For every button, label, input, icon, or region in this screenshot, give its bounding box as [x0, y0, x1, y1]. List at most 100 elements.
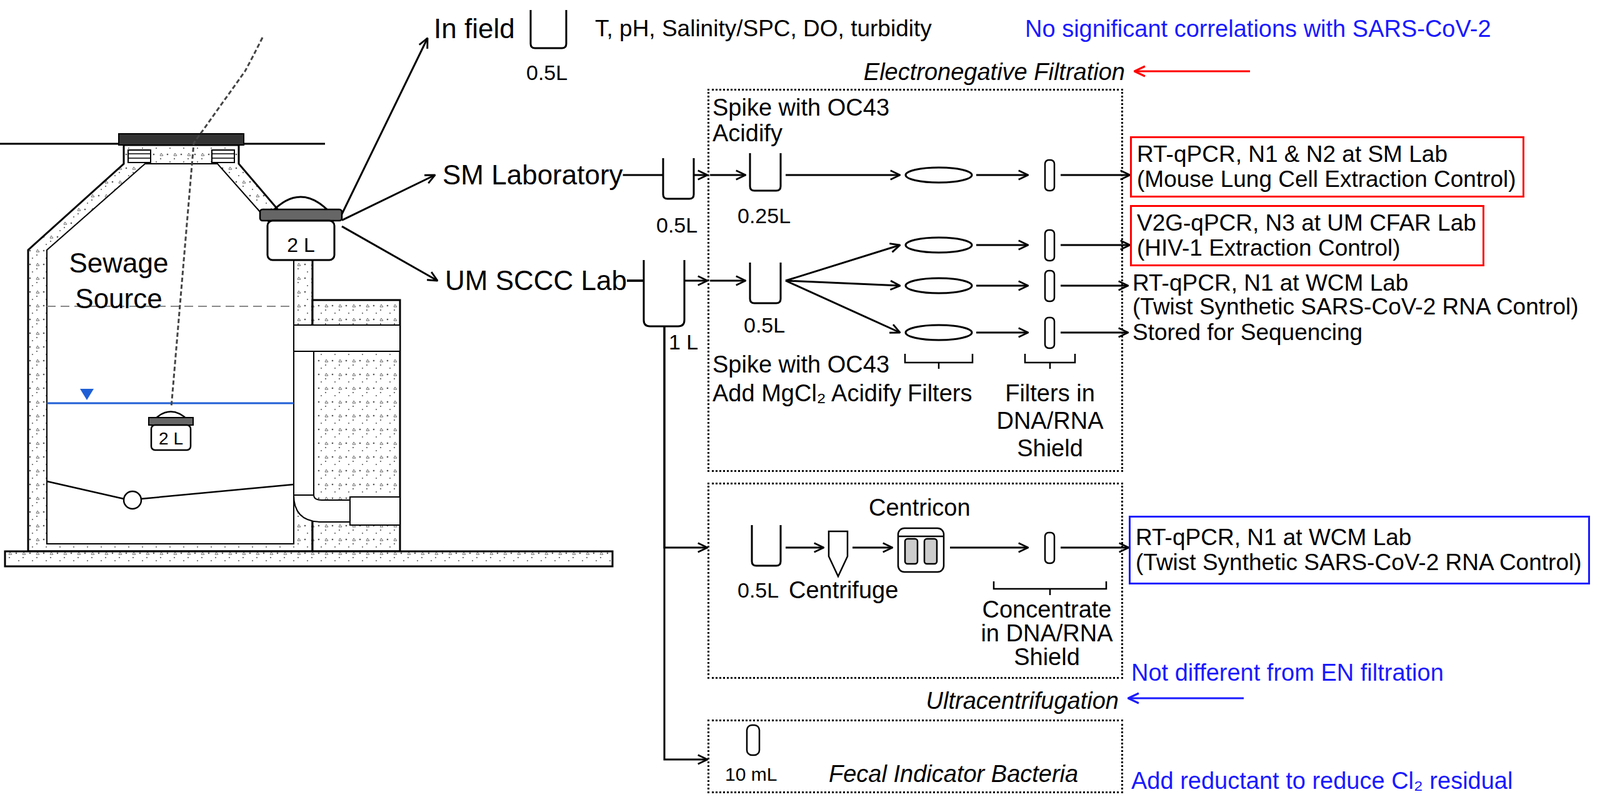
note-label: 0.5L — [737, 578, 779, 602]
process-arrow — [785, 245, 900, 281]
filter-disc — [905, 325, 972, 340]
manhole-structure — [80, 388, 94, 400]
process-arrow — [1060, 546, 1124, 549]
manhole-structure — [293, 325, 400, 352]
centricon-device — [924, 538, 937, 564]
note-label: 0.5L — [526, 61, 568, 84]
flow-arrow — [1123, 174, 1130, 177]
manhole-structure — [0, 133, 613, 567]
manhole-structure — [5, 551, 613, 567]
filter-disc — [905, 167, 972, 183]
note-label: Not different from EN filtration — [1131, 660, 1444, 685]
process-arrow — [785, 546, 824, 549]
sample-cup — [643, 260, 685, 327]
centricon-device — [898, 535, 944, 538]
note-label: Filters in DNA/RNA Shield — [990, 379, 1110, 462]
note-label: Centricon — [868, 495, 971, 520]
bracket — [905, 353, 973, 369]
sample-tube — [828, 531, 848, 577]
stage-label: SM Laboratory — [435, 159, 624, 191]
node-text: Electronegative Filtration — [863, 59, 1125, 85]
manhole-structure — [350, 496, 400, 525]
manhole-structure — [28, 145, 313, 552]
manhole-structure — [293, 495, 350, 522]
note-label: Filters — [907, 380, 972, 406]
process-arrow — [1060, 285, 1124, 287]
node-text: (Twist Synthetic SARS-CoV-2 RNA Control) — [1135, 550, 1582, 575]
manhole-structure — [123, 491, 142, 509]
manhole-structure — [46, 163, 294, 544]
small-sampler-bucket — [148, 411, 194, 451]
note-label: Spike with OC43 Acidify — [712, 95, 904, 147]
node-text: V2G-qPCR, N3 at UM CFAR Lab — [1136, 210, 1477, 236]
flow-arrow — [1123, 546, 1129, 549]
node-text: (HIV-1 Extraction Control) — [1136, 235, 1477, 261]
sample-cup — [750, 153, 781, 191]
process-arrow — [1060, 331, 1124, 334]
manhole-structure — [0, 143, 325, 145]
note-label: 1 L — [668, 330, 699, 354]
sample-tube — [1045, 230, 1055, 261]
process-arrow — [710, 175, 1124, 548]
sampler-chain — [171, 37, 263, 408]
source-label: Sewage Source — [56, 245, 182, 317]
note-label: 0.25L — [737, 204, 791, 227]
flow-arrow — [1123, 244, 1130, 247]
assay-box: RT-qPCR, N1 at WCM Lab(Twist Synthetic S… — [1128, 515, 1590, 585]
manhole-structure — [211, 150, 235, 163]
bracket — [993, 581, 1107, 595]
filter-disc — [905, 237, 972, 253]
process-arrow — [710, 174, 746, 177]
assay-label: Stored for Sequencing — [1128, 320, 1363, 345]
manhole-structure — [46, 481, 294, 499]
process-arrow — [785, 280, 900, 286]
process-arrow — [852, 546, 893, 549]
process-arrow — [976, 331, 1029, 334]
note-label: T, pH, Salinity/SPC, DO, turbidity — [595, 16, 932, 42]
note-label: Concentrate in DNA/RNA Shield — [978, 597, 1116, 669]
sample-tube — [1045, 317, 1055, 349]
process-arrow — [976, 244, 1029, 247]
assay-box: RT-qPCR, N1 & N2 at SM Lab(Mouse Lung Ce… — [1130, 136, 1525, 198]
node-text: RT-qPCR, N1 at WCM Lab — [1132, 271, 1579, 295]
sample-tube — [1045, 270, 1055, 302]
note-label: 0.5L — [743, 313, 785, 337]
manhole-structure — [46, 402, 294, 405]
note-label: 2 L — [151, 428, 191, 449]
callout-arrow — [1128, 697, 1244, 700]
flow-arrow — [1123, 331, 1129, 334]
manhole-structure — [128, 153, 151, 159]
filter-disc — [905, 278, 972, 294]
note-label: Centrifuge — [788, 577, 899, 603]
process-arrow — [976, 174, 1029, 177]
filter-disc — [905, 167, 972, 340]
manhole-structure — [211, 153, 235, 159]
flow-arrow — [626, 280, 708, 760]
note-label: No significant correlations with SARS-Co… — [1025, 16, 1492, 42]
note-label: Add reductant to reduce Cl₂ residual — [1131, 768, 1513, 794]
node-text: RT-qPCR, N1 & N2 at SM Lab — [1136, 141, 1517, 167]
process-arrow — [1060, 174, 1124, 177]
sample-tube — [746, 160, 1055, 755]
sample-tube — [746, 725, 760, 755]
sample-cup — [751, 525, 781, 566]
sample-cup — [663, 158, 694, 199]
node-text: Stored for Sequencing — [1132, 320, 1363, 345]
note-label: 10 mL — [725, 763, 777, 785]
centricon-device — [898, 528, 944, 572]
flow-arrow — [1123, 285, 1129, 287]
process-arrow — [976, 285, 1029, 287]
flow-arrow — [341, 175, 435, 220]
bracket — [1025, 353, 1075, 369]
node-text: (Mouse Lung Cell Extraction Control) — [1136, 166, 1517, 192]
sample-tube — [1045, 532, 1055, 564]
callout-arrow — [1134, 70, 1250, 73]
node-text: (Twist Synthetic SARS-CoV-2 RNA Control) — [1132, 295, 1579, 319]
sampler-chain — [171, 37, 263, 408]
node-text: Sewage Source — [56, 245, 182, 317]
stage-label: In field — [427, 13, 515, 45]
note-label: 0.5L — [656, 213, 698, 237]
manhole-structure — [128, 150, 151, 163]
sample-tube — [1045, 160, 1055, 191]
